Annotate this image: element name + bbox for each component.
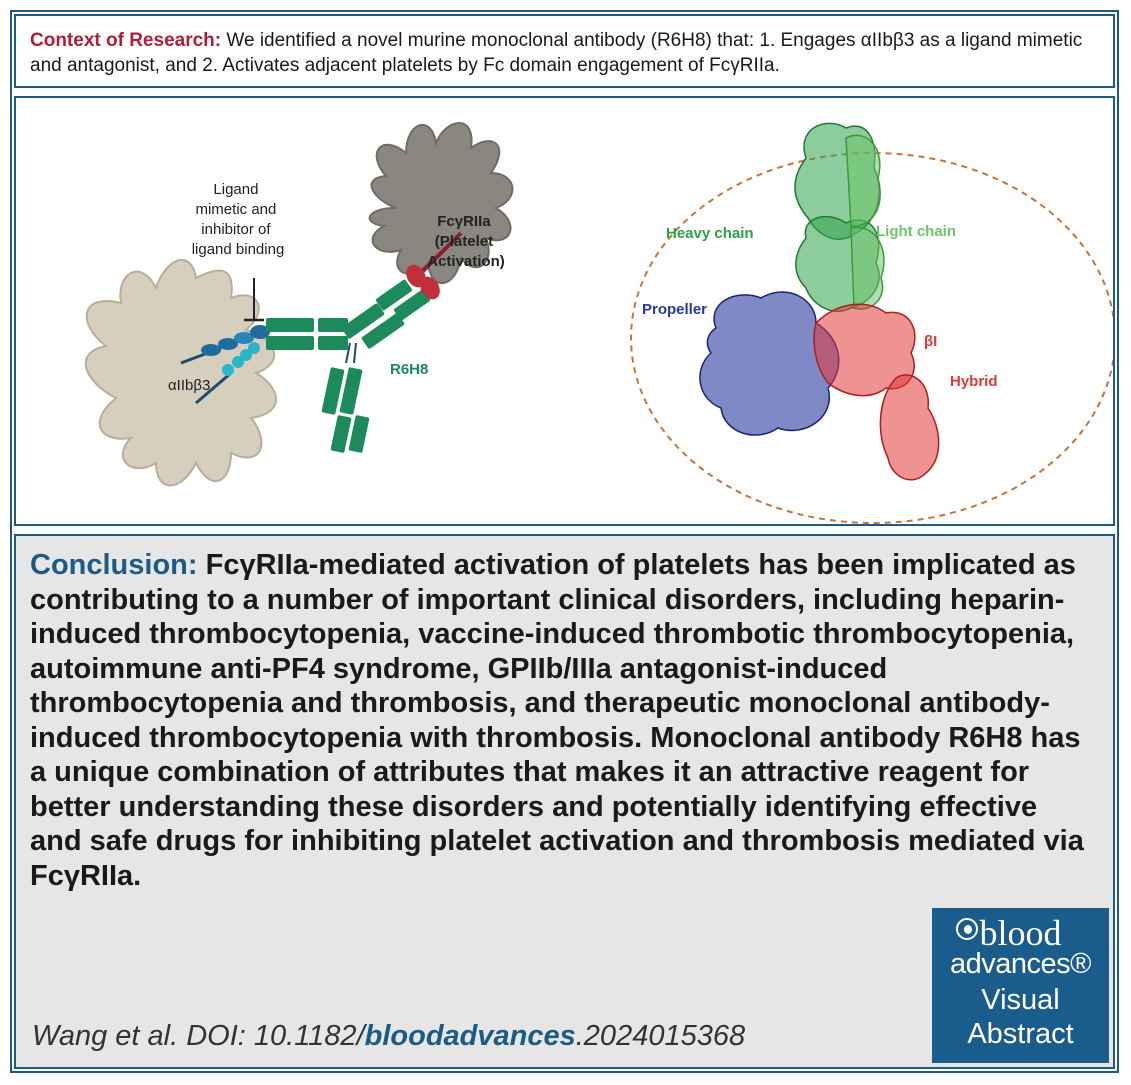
antibody-r6h8 bbox=[266, 279, 430, 453]
context-text: We identified a novel murine monoclonal … bbox=[30, 30, 1083, 76]
mechanism-diagram: Ligand mimetic and inhibitor of ligand b… bbox=[84, 122, 1113, 524]
ligand-label-line4: ligand binding bbox=[192, 241, 285, 258]
citation-journal: bloodadvances bbox=[364, 1020, 576, 1052]
beta-i-label: βI bbox=[924, 333, 937, 350]
fc-receptor bbox=[406, 231, 463, 300]
ligand-label-line3: inhibitor of bbox=[201, 221, 271, 238]
structure-outline bbox=[630, 152, 1113, 524]
logo-line-1: blood bbox=[979, 913, 1062, 953]
society-seal-icon bbox=[956, 918, 978, 940]
context-label: Context of Research: bbox=[30, 30, 222, 51]
svg-text:Ligand mimetic and: Ligand mimetic and inhibitor of ligand b… bbox=[192, 181, 285, 258]
antibody-label: R6H8 bbox=[390, 361, 428, 378]
citation-prefix: Wang et al. DOI: 10.1182/ bbox=[32, 1020, 365, 1052]
logo-line-3: Visual bbox=[981, 984, 1060, 1016]
blood-advances-logo: blood advances® Visual Abstract bbox=[932, 908, 1109, 1063]
inhibitor-symbol bbox=[244, 278, 264, 322]
outer-frame bbox=[10, 10, 1119, 1073]
citation: Wang et al. DOI: 10.1182/bloodadvances.2… bbox=[32, 1020, 745, 1053]
figure-panel: Ligand mimetic and inhibitor of ligand b… bbox=[14, 96, 1115, 526]
heavy-chain-label: Heavy chain bbox=[666, 225, 754, 242]
svg-text:FcγRIIa (Platelet: FcγRIIa (Platelet Activation) bbox=[427, 213, 505, 270]
ligand-label-line1: Ligand bbox=[213, 181, 258, 198]
citation-suffix: .2024015368 bbox=[575, 1020, 746, 1052]
integrin-platelet bbox=[84, 258, 277, 487]
propeller-structure bbox=[699, 291, 840, 436]
conclusion-paragraph: Conclusion: FcγRIIa-mediated activation … bbox=[30, 548, 1090, 893]
conclusion-label: Conclusion: bbox=[30, 549, 198, 581]
logo-line-4: Abstract bbox=[967, 1018, 1074, 1050]
integrin-label: αIIbβ3 bbox=[168, 377, 210, 394]
light-chain-label: Light chain bbox=[876, 223, 956, 240]
fc-label-line3: Activation) bbox=[427, 253, 505, 270]
context-box: Context of Research: We identified a nov… bbox=[14, 14, 1115, 88]
ligand-label-line2: mimetic and bbox=[195, 201, 276, 218]
fc-label-line1: FcγRIIa bbox=[437, 213, 491, 230]
logo-line-2: advances® bbox=[949, 948, 1092, 980]
propeller-label: Propeller bbox=[642, 301, 707, 318]
light-chain-structure bbox=[845, 134, 885, 310]
integrin-chains bbox=[180, 325, 270, 405]
fc-label-line2: (Platelet bbox=[435, 233, 493, 250]
conclusion-text: FcγRIIa-mediated activation of platelets… bbox=[30, 549, 1084, 892]
conclusion-box: Conclusion: FcγRIIa-mediated activation … bbox=[14, 534, 1115, 1069]
beta-i-hybrid-structure bbox=[813, 303, 940, 481]
activated-platelet bbox=[368, 122, 514, 284]
hybrid-label: Hybrid bbox=[950, 373, 998, 390]
